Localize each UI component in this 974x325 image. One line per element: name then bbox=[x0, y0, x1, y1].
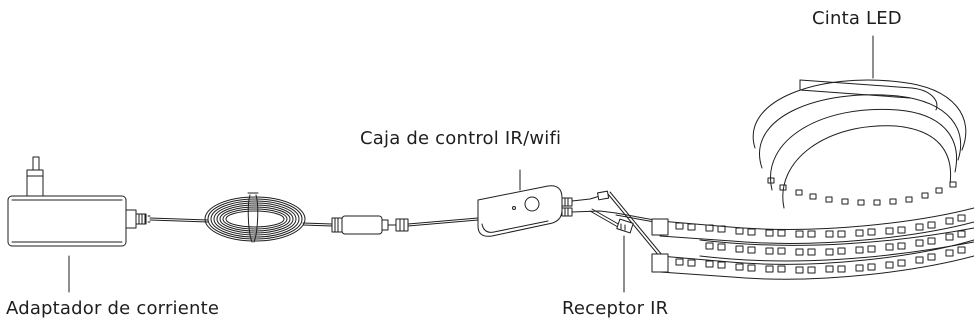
power-adapter bbox=[7, 156, 151, 247]
control-box bbox=[477, 185, 573, 237]
ir-receiver-label: Receptor IR bbox=[562, 298, 669, 319]
cable-coil bbox=[204, 192, 306, 243]
led-chips-row-3 bbox=[675, 246, 966, 274]
ir-receiver bbox=[589, 208, 634, 234]
control-box-label: Caja de control IR/wifi bbox=[360, 128, 562, 149]
power-adapter-label: Adaptador de corriente bbox=[6, 298, 220, 319]
led-chips-row-1 bbox=[675, 214, 966, 238]
dc-connectors bbox=[331, 215, 479, 235]
led-strip bbox=[651, 79, 974, 280]
led-chips-back bbox=[767, 177, 957, 206]
led-chips-row-2 bbox=[705, 230, 966, 256]
strip-wires bbox=[571, 190, 663, 258]
dc-cable bbox=[149, 192, 333, 243]
led-strip-label: Cinta LED bbox=[812, 8, 902, 29]
